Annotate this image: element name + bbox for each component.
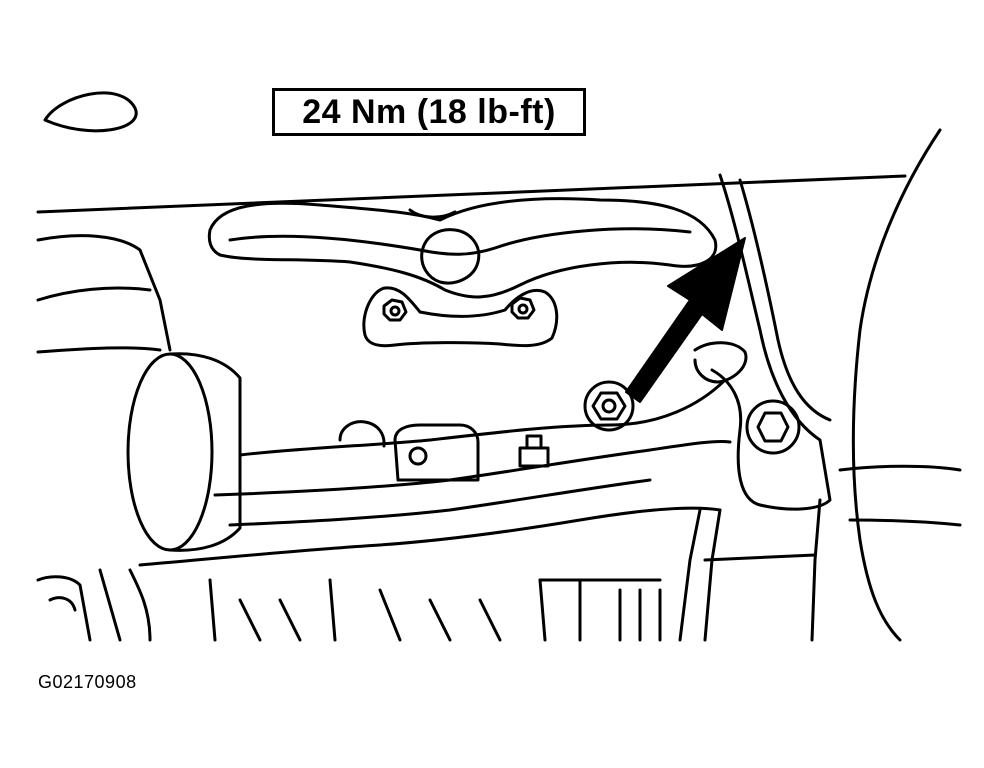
arrow-pointer-icon	[625, 237, 746, 403]
torque-spec-box: 24 Nm (18 lb-ft)	[272, 88, 586, 136]
housing-lower-curve	[838, 464, 962, 472]
flange-inner-curve	[228, 227, 692, 256]
right-bracket-inner	[738, 178, 832, 422]
left-bracket-detail	[36, 286, 152, 302]
figure-id-label: G02170908	[38, 672, 137, 692]
frame-member-left	[678, 508, 702, 642]
crossmember-plate	[393, 423, 480, 482]
hose-end-outline	[43, 91, 138, 133]
flange-boss	[420, 228, 481, 285]
left-bracket-outline	[36, 234, 172, 352]
oil-filter-cylinder	[126, 352, 242, 552]
bracket-bolt-right-icon	[510, 296, 536, 320]
right-bracket-outline	[710, 173, 832, 511]
frame-member-mid	[703, 508, 722, 642]
crossmember-bottom-curve	[228, 478, 652, 527]
oil-pan-ribs	[208, 578, 662, 642]
crossmember-upper-edge	[238, 378, 727, 457]
bracket-bolt-left-icon	[382, 298, 408, 322]
crossmember-lower-edge	[138, 506, 722, 567]
flange-top-notch	[408, 208, 457, 219]
torque-spec-label: 24 Nm (18 lb-ft)	[302, 92, 556, 131]
mounting-flange-outline	[207, 197, 718, 299]
frame-crossbar	[703, 553, 817, 562]
lower-bracket-outline	[362, 286, 559, 348]
frame-member-right	[810, 498, 822, 642]
block-top-edge	[36, 174, 907, 214]
plate-hole	[408, 446, 428, 466]
lower-left-detail	[36, 568, 152, 642]
left-bracket-lower	[36, 346, 162, 354]
crossmember-boss	[338, 420, 386, 448]
bolt-icon	[583, 380, 635, 432]
stud-icon	[518, 434, 550, 468]
housing-edge-curve	[851, 128, 942, 642]
crossmember-midline	[213, 440, 732, 497]
right-bracket-tab	[693, 341, 748, 384]
hex-bolt-icon	[745, 399, 801, 455]
housing-lower-curve-2	[848, 518, 962, 527]
